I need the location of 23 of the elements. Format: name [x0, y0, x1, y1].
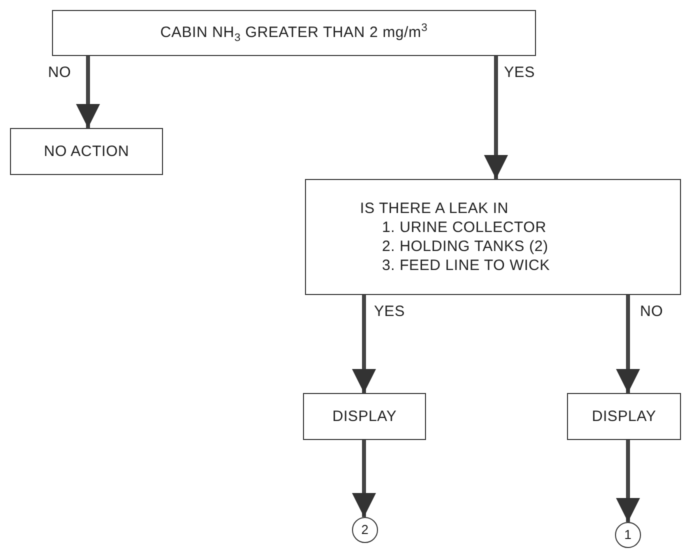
arrow	[616, 440, 640, 522]
box-text: IS THERE A LEAK IN	[360, 199, 509, 218]
box-text: DISPLAY	[592, 406, 656, 426]
box-text: DISPLAY	[332, 406, 397, 426]
process-box	[52, 10, 536, 56]
arrow	[352, 440, 376, 517]
connector-number: 2	[361, 521, 369, 539]
list-item: 3. FEED LINE TO WICK	[381, 256, 550, 275]
process-box	[305, 179, 681, 295]
list-item: 2. HOLDING TANKS (2)	[381, 237, 548, 256]
connector-circle	[352, 517, 378, 543]
list-item: 1. URINE COLLECTOR	[381, 218, 546, 237]
arrow	[352, 295, 376, 393]
process-box	[10, 128, 163, 175]
process-box	[303, 393, 426, 440]
connector-circle	[615, 522, 641, 548]
arrow	[616, 295, 640, 393]
arrow	[76, 56, 100, 128]
box-text: NO ACTION	[44, 142, 130, 162]
box-text: CABIN NH$_{3}$ GREATER THAN 2 mg/m$^{3}$	[160, 21, 428, 46]
connector-number: 1	[624, 526, 632, 544]
arrow	[484, 56, 508, 179]
process-box	[567, 393, 681, 440]
